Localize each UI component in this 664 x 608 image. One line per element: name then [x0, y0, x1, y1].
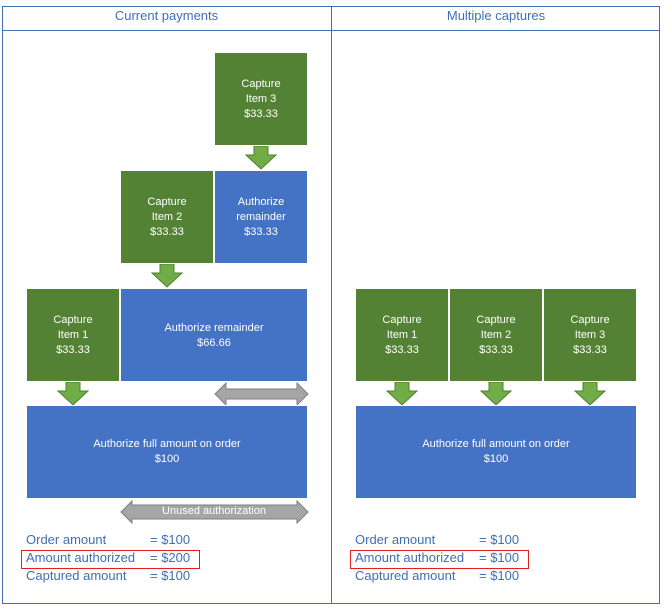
right-capture-item3-line1: Capture: [570, 313, 610, 326]
capture-item2-line1: Capture: [147, 195, 187, 208]
authorize-remainder-large-line1: Authorize remainder: [164, 322, 264, 334]
right-authorized-label: Amount authorized: [355, 550, 465, 565]
authorize-remainder-small-line2: remainder: [236, 210, 286, 223]
capture-item2-box: Capture Item 2 $33.33: [120, 170, 214, 264]
authorize-remainder-large-amount: $66.66: [197, 337, 231, 349]
capture-item2-line2: Item 2: [151, 210, 183, 223]
right-order-value: = $100: [479, 532, 520, 547]
authorize-remainder-small-box: Authorize remainder $33.33: [214, 170, 308, 264]
arrow-down-icon: [57, 382, 89, 406]
right-capture-item1-amount: $33.33: [385, 343, 419, 356]
right-capture-item2-line2: Item 2: [480, 328, 512, 341]
right-authorized-highlight: [350, 550, 529, 569]
capture-item3-amount: $33.33: [244, 107, 278, 120]
capture-item1-amount: $33.33: [56, 343, 90, 356]
authorize-remainder-large-box: Authorize remainder $66.66: [120, 288, 308, 382]
right-capture-item1-line2: Item 1: [386, 328, 418, 341]
left-panel-title: Current payments: [114, 8, 219, 23]
right-panel-title: Multiple captures: [446, 8, 546, 23]
right-capture-item3-box: Capture Item 3 $33.33: [543, 288, 637, 382]
right-captured-label: Captured amount: [355, 568, 456, 583]
left-order-value: = $100: [150, 532, 191, 547]
right-capture-item3-amount: $33.33: [573, 343, 607, 356]
right-authorized-value: = $100: [479, 550, 520, 565]
authorize-full-left-box: Authorize full amount on order $100: [26, 405, 308, 499]
right-capture-item1-line1: Capture: [382, 313, 422, 326]
left-captured-value: = $100: [150, 568, 191, 583]
capture-item1-box: Capture Item 1 $33.33: [26, 288, 120, 382]
authorize-full-right-line1: Authorize full amount on order: [422, 438, 570, 450]
arrow-down-icon: [151, 264, 183, 288]
capture-item3-box: Capture Item 3 $33.33: [214, 52, 308, 146]
arrow-down-icon: [386, 382, 418, 406]
capture-item1-line2: Item 1: [57, 328, 89, 341]
right-capture-item3-line2: Item 3: [574, 328, 606, 341]
capture-item2-amount: $33.33: [150, 225, 184, 238]
authorize-full-right-amount: $100: [483, 453, 509, 465]
left-order-label: Order amount: [26, 532, 107, 547]
authorize-full-left-line1: Authorize full amount on order: [93, 438, 241, 450]
capture-item1-line1: Capture: [53, 313, 93, 326]
right-capture-item2-amount: $33.33: [479, 343, 513, 356]
left-summary: Order amount = $100 Amount authorized = $2…: [26, 531, 190, 585]
left-authorized-label: Amount authorized: [26, 550, 136, 565]
unused-authorization-label: Unused authorization: [162, 505, 266, 517]
capture-item3-line1: Capture: [241, 77, 281, 90]
arrow-down-icon: [574, 382, 606, 406]
right-captured-value: = $100: [479, 568, 520, 583]
arrow-down-icon: [480, 382, 512, 406]
authorize-full-left-amount: $100: [154, 453, 180, 465]
authorize-remainder-small-line1: Authorize: [237, 195, 285, 208]
capture-item3-line2: Item 3: [245, 92, 277, 105]
right-order-label: Order amount: [355, 532, 436, 547]
double-arrow-icon: [214, 382, 309, 406]
left-authorized-value: = $200: [150, 550, 191, 565]
right-summary: Order amount = $100 Amount authorized = $1…: [355, 531, 519, 585]
unused-authorization-arrow-icon: [120, 500, 309, 524]
header-divider: [2, 30, 660, 31]
panel-divider: [331, 6, 332, 604]
left-captured-label: Captured amount: [26, 568, 127, 583]
arrow-down-icon: [245, 146, 277, 170]
right-capture-item2-box: Capture Item 2 $33.33: [449, 288, 543, 382]
authorize-full-right-box: Authorize full amount on order $100: [355, 405, 637, 499]
left-authorized-highlight: [21, 550, 200, 569]
authorize-remainder-small-amount: $33.33: [244, 225, 278, 238]
right-capture-item1-box: Capture Item 1 $33.33: [355, 288, 449, 382]
right-capture-item2-line1: Capture: [476, 313, 516, 326]
